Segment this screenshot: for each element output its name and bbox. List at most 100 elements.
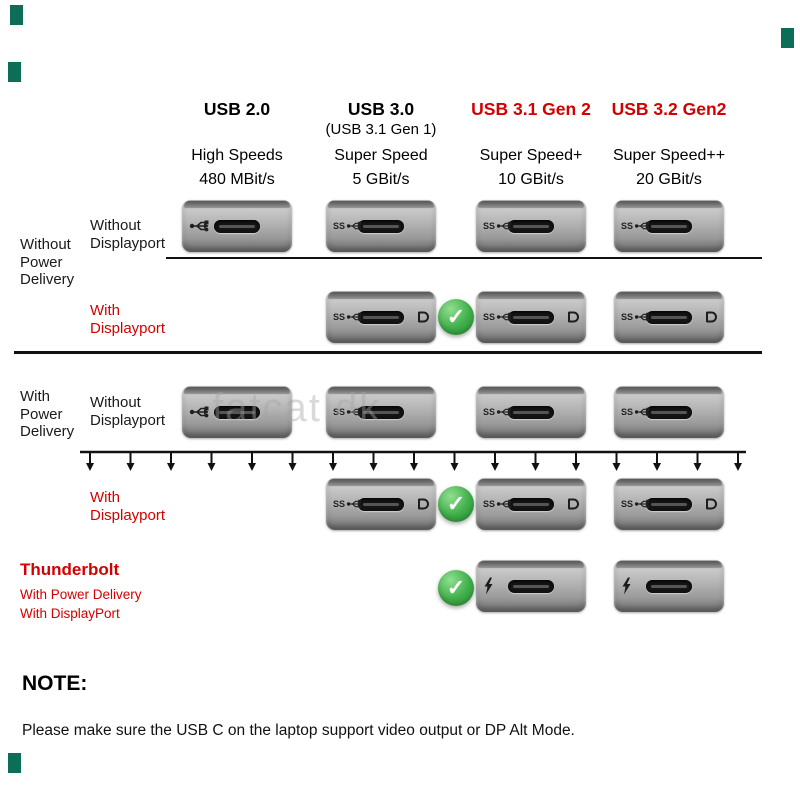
displayport-icon — [706, 498, 717, 510]
usb-c-slot — [358, 498, 404, 511]
superspeed-icon: SS — [483, 312, 496, 322]
usb-trident-icon — [189, 220, 209, 232]
divider-line — [14, 351, 762, 354]
usb-c-slot — [646, 220, 692, 233]
speed-class-usb32g2: Super Speed++ — [612, 147, 726, 164]
row-label-with-displayport-2: With Displayport — [90, 489, 166, 524]
usb-trident-icon — [189, 406, 209, 418]
usb-c-slot — [508, 220, 554, 233]
corner-marker-icon — [10, 5, 23, 25]
port-marking: SS — [621, 407, 653, 417]
usb-trident-icon — [346, 499, 362, 509]
check-icon: ✓ — [438, 486, 474, 522]
usb-c-slot — [508, 406, 554, 419]
speed-class-usb31g2: Super Speed+ — [479, 147, 583, 164]
usb-c-slot — [508, 498, 554, 511]
thunderbolt-sub-power: With Power Delivery — [20, 587, 142, 602]
usb-c-slot — [358, 220, 404, 233]
usb-c-port-image: SS — [614, 478, 724, 530]
displayport-icon — [706, 311, 717, 323]
usb-c-slot — [358, 311, 404, 324]
usb-trident-icon — [496, 221, 512, 231]
usb-c-slot — [508, 580, 554, 593]
superspeed-icon: SS — [621, 407, 634, 417]
usb-c-port-image — [182, 386, 292, 438]
superspeed-icon: SS — [483, 499, 496, 509]
displayport-icon — [418, 498, 429, 510]
column-title-usb2: USB 2.0 — [203, 99, 271, 119]
usb-c-slot — [508, 311, 554, 324]
port-marking: SS — [333, 499, 365, 509]
usb-c-port-image: SS — [614, 291, 724, 343]
usb-c-slot — [646, 406, 692, 419]
group-label-with-power-delivery: With Power Delivery — [20, 388, 75, 441]
thunderbolt-port-image — [614, 560, 724, 612]
superspeed-icon: SS — [333, 407, 346, 417]
row-label-without-displayport-1: Without Displayport — [90, 217, 166, 252]
thunderbolt-icon — [622, 577, 631, 595]
thunderbolt-port-image — [476, 560, 586, 612]
usb-c-port-image: SS — [476, 200, 586, 252]
port-marking: SS — [483, 221, 515, 231]
port-marking — [483, 577, 494, 595]
superspeed-icon: SS — [621, 499, 634, 509]
speed-value-usb2: 480 MBit/s — [199, 171, 275, 188]
port-marking — [621, 577, 632, 595]
column-title-usb3: USB 3.0 — [347, 99, 415, 119]
row-label-with-displayport-1: With Displayport — [90, 302, 166, 337]
thunderbolt-label: Thunderbolt — [20, 560, 120, 579]
usb-c-port-image: SS — [614, 386, 724, 438]
usb-trident-icon — [496, 499, 512, 509]
column-title-usb31g2: USB 3.1 Gen 2 — [471, 99, 591, 119]
superspeed-icon: SS — [333, 221, 346, 231]
port-marking: SS — [483, 407, 515, 417]
usb-trident-icon — [346, 407, 362, 417]
port-marking: SS — [621, 499, 653, 509]
usb-trident-icon — [346, 312, 362, 322]
group-label-without-power-delivery: Without Power Delivery — [20, 236, 75, 289]
corner-marker-icon — [8, 62, 21, 82]
port-marking — [189, 220, 213, 233]
superspeed-icon: SS — [333, 312, 346, 322]
usb-c-port-image: SS — [326, 386, 436, 438]
usb-c-slot — [214, 220, 260, 233]
superspeed-icon: SS — [483, 221, 496, 231]
speed-value-usb3: 5 GBit/s — [352, 171, 410, 188]
speed-class-usb3: Super Speed — [334, 147, 428, 164]
column-title-usb32g2: USB 3.2 Gen2 — [611, 99, 727, 119]
power-delivery-arrows — [80, 450, 746, 471]
superspeed-icon: SS — [333, 499, 346, 509]
column-subtitle-usb3: (USB 3.1 Gen 1) — [325, 121, 437, 138]
corner-marker-icon — [781, 28, 794, 48]
check-icon: ✓ — [438, 299, 474, 335]
port-marking: SS — [621, 221, 653, 231]
usb-c-port-image: SS — [326, 478, 436, 530]
usb-trident-icon — [634, 499, 650, 509]
port-marking: SS — [483, 499, 515, 509]
usb-c-port-image: SS — [614, 200, 724, 252]
superspeed-icon: SS — [621, 221, 634, 231]
divider-line — [166, 257, 762, 259]
usb-trident-icon — [634, 312, 650, 322]
usb-trident-icon — [634, 221, 650, 231]
thunderbolt-sub-displayport: With DisplayPort — [20, 606, 120, 621]
displayport-icon — [568, 498, 579, 510]
note-title: NOTE: — [22, 672, 88, 695]
port-marking: SS — [333, 221, 365, 231]
usb-c-port-image: SS — [476, 291, 586, 343]
usb-c-slot — [214, 406, 260, 419]
speed-value-usb31g2: 10 GBit/s — [498, 171, 564, 188]
usb-c-port-image — [182, 200, 292, 252]
usb-c-port-image: SS — [476, 478, 586, 530]
port-marking: SS — [621, 312, 653, 322]
usb-trident-icon — [346, 221, 362, 231]
check-icon: ✓ — [438, 570, 474, 606]
usb-c-port-image: SS — [326, 291, 436, 343]
usb-c-slot — [646, 498, 692, 511]
row-label-without-displayport-2: Without Displayport — [90, 394, 166, 429]
usb-c-port-image: SS — [326, 200, 436, 252]
usb-c-slot — [646, 311, 692, 324]
speed-value-usb32g2: 20 GBit/s — [636, 171, 702, 188]
